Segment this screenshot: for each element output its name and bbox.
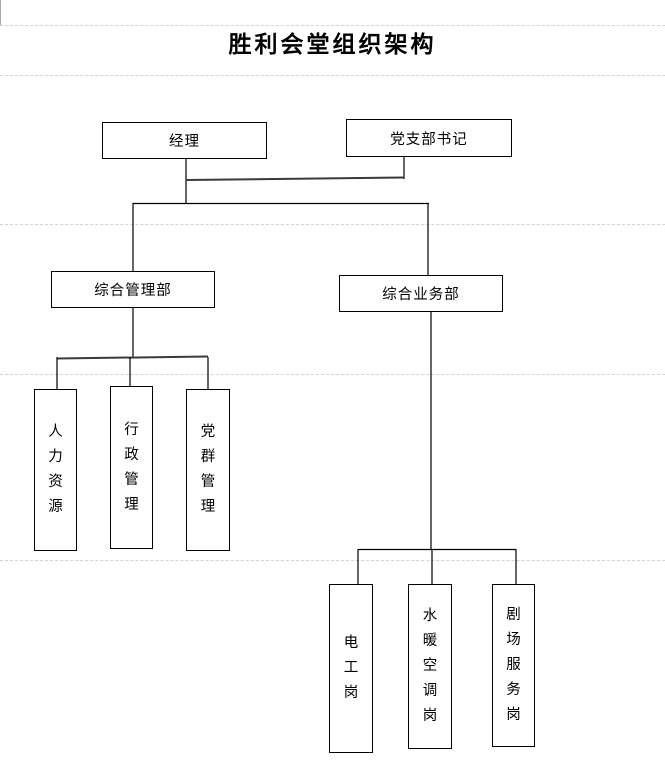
org-node-general-business-dept: 综合业务部 (339, 275, 503, 312)
org-node-label: 电工岗 (343, 635, 359, 701)
org-node-manager: 经理 (102, 122, 267, 159)
page-gridline (0, 224, 665, 225)
org-node-label: 党支部书记 (390, 131, 468, 148)
page-edge-line (0, 0, 1, 25)
org-node-label: 党群管理 (200, 424, 216, 515)
org-node-label: 综合业务部 (382, 287, 460, 303)
org-node-label: 人力资源 (48, 424, 63, 515)
org-node-label: 水暖空调岗 (422, 608, 438, 724)
org-node-label: 行政管理 (124, 421, 139, 513)
org-node-party-mass-management: 党群管理 (186, 389, 230, 551)
page-gridline (0, 374, 665, 375)
page-gridline (0, 25, 665, 26)
page-gridline (0, 75, 665, 76)
org-node-electrician-post: 电工岗 (329, 584, 373, 753)
org-node-label: 综合管理部 (94, 283, 172, 299)
org-node-administration: 行政管理 (110, 386, 153, 549)
org-node-plumbing-hvac-post: 水暖空调岗 (408, 584, 452, 749)
org-node-label: 经理 (169, 134, 200, 150)
org-node-general-management-dept: 综合管理部 (51, 271, 215, 308)
org-node-party-branch-secretary: 党支部书记 (346, 119, 512, 157)
page-title: 胜利会堂组织架构 (228, 32, 437, 57)
org-node-human-resources: 人力资源 (34, 389, 77, 551)
page-gridline (0, 560, 665, 561)
org-node-label: 剧场服务岗 (506, 607, 521, 723)
org-node-theater-service-post: 剧场服务岗 (492, 584, 535, 747)
